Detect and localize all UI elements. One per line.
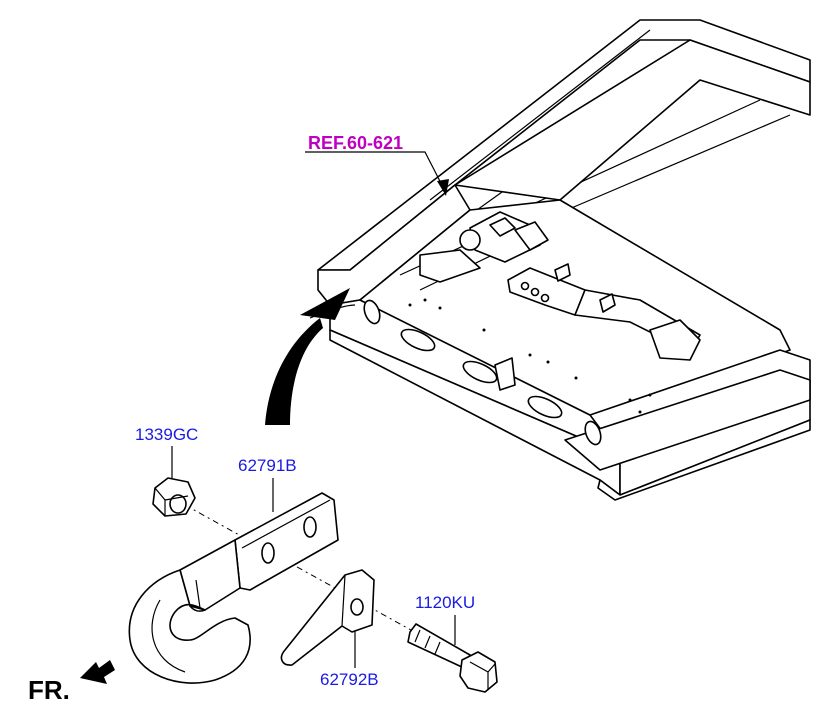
part-label-plate: 62792B	[320, 670, 379, 689]
plate-part	[280, 569, 375, 666]
bolt-part	[407, 623, 498, 693]
ref-label: REF.60-621	[308, 133, 404, 153]
leader-lines	[171, 151, 456, 668]
vehicle-frame	[317, 19, 811, 501]
nut-part	[152, 477, 196, 517]
front-direction-label: FR.	[28, 675, 70, 705]
front-arrow-icon	[80, 660, 115, 684]
tow-hook-part	[128, 492, 339, 684]
part-label-hook: 62791B	[238, 456, 297, 475]
part-label-bolt: 1120KU	[415, 593, 476, 612]
install-arrow	[265, 288, 356, 425]
part-label-nut: 1339GC	[135, 425, 199, 444]
ref-leader	[305, 151, 447, 194]
